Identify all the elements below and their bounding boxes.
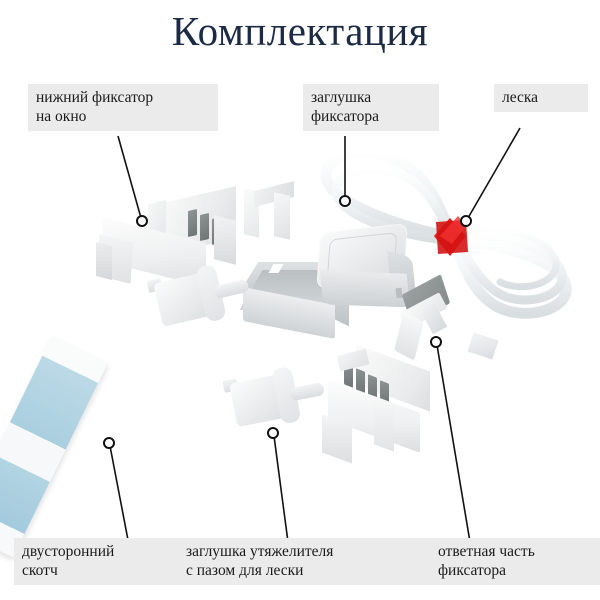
label-dvustoronniy-skotch: двусторонний скотч	[14, 538, 182, 585]
red-tie-icon	[434, 216, 468, 256]
part-small-l-bracket	[244, 181, 296, 248]
part-stray-bracket-a	[467, 332, 499, 360]
page-title: Комплектация	[171, 8, 429, 54]
label-leska: леска	[494, 84, 588, 112]
part-double-sided-tape	[0, 336, 172, 558]
label-zaglushka-utyazhelitelya: заглушка утяжелителя с пазом для лески	[178, 538, 432, 585]
label-zaglushka-fiksatora: заглушка фиксатора	[303, 84, 439, 131]
label-otvetnaya-chast: ответная часть фиксатора	[430, 538, 600, 585]
part-counterpart-bracket	[394, 274, 460, 370]
part-ratchet-bracket	[322, 344, 462, 476]
label-nizhniy-fiksator: нижний фиксатор на окно	[28, 84, 218, 131]
